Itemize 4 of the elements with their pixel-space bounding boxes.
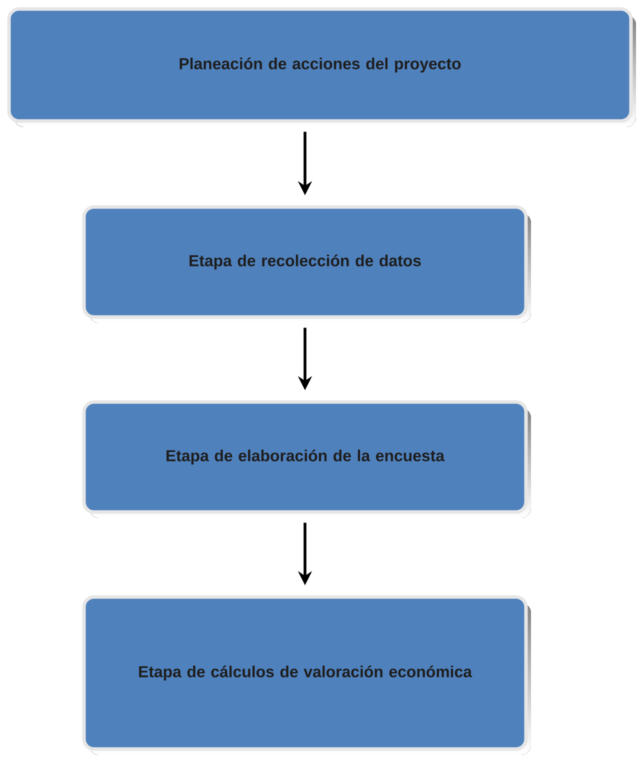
process-box: Etapa de recolección de datos bbox=[82, 205, 531, 323]
process-box: Etapa de cálculos de valoración económica bbox=[82, 595, 531, 755]
process-box: Planeación de acciones del proyecto bbox=[7, 7, 636, 127]
process-box: Etapa de elaboración de la encuesta bbox=[82, 400, 531, 518]
